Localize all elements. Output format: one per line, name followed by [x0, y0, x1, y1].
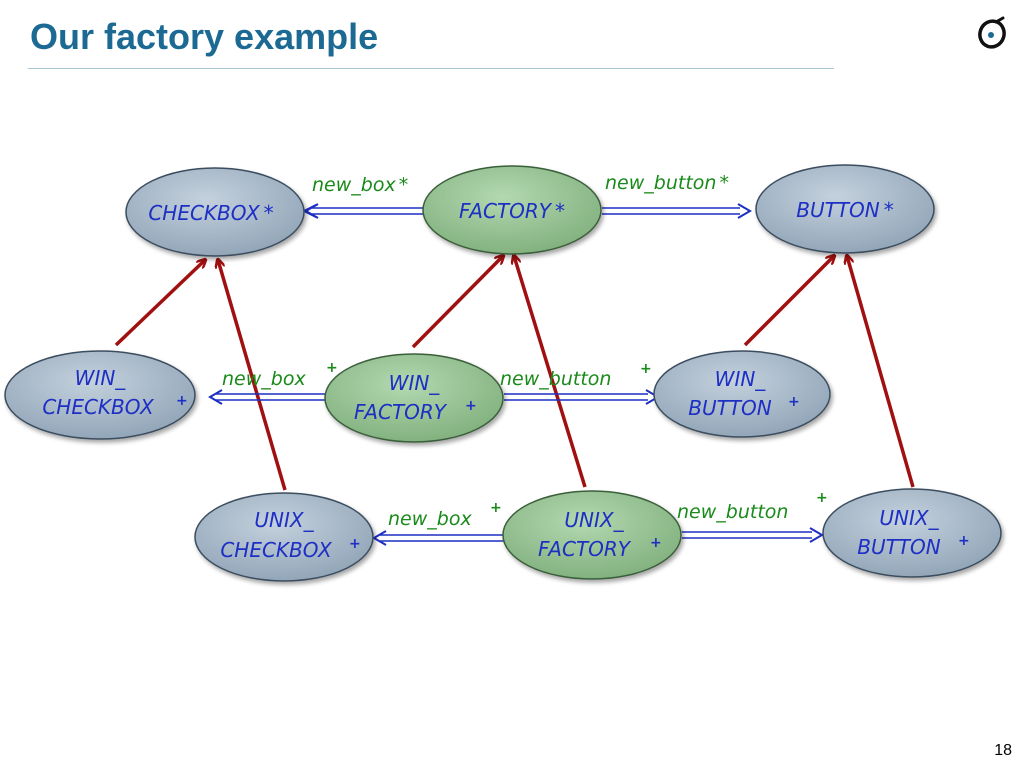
- label-win-new-button: new_button: [500, 368, 611, 390]
- node-unix-checkbox-line2: CHECKBOX: [220, 538, 333, 562]
- node-unix-button-line1: UNIX_: [879, 506, 939, 530]
- node-unix-factory-line2: FACTORY: [538, 537, 632, 561]
- inherit-unix-button-to-button: [847, 256, 915, 488]
- inherit-win-factory-to-factory: [411, 256, 503, 349]
- inheritance-arrows: [114, 256, 915, 491]
- node-win-button-mark: +: [788, 394, 800, 410]
- label-win-new-button-mark: +: [640, 361, 652, 377]
- node-checkbox: CHECKBOX*: [125, 167, 305, 257]
- feature-labels: new_box* new_button* new_box + new_butto…: [222, 172, 828, 530]
- client-arrows: [208, 203, 824, 546]
- client-factory-to-checkbox: [306, 203, 424, 219]
- page-number: 18: [994, 742, 1012, 759]
- label-unix-new-box: new_box: [388, 508, 472, 530]
- node-checkbox-label: CHECKBOX*: [148, 201, 273, 225]
- node-unix-factory-mark: +: [650, 535, 662, 551]
- inherit-unix-checkbox-to-checkbox: [218, 260, 287, 491]
- label-unix-new-button: new_button: [677, 501, 788, 523]
- label-win-new-box: new_box: [222, 368, 306, 390]
- inherit-unix-factory-to-factory: [514, 256, 587, 488]
- label-top-new-box: new_box*: [312, 174, 408, 196]
- node-win-factory-mark: +: [465, 398, 477, 414]
- node-win-button: WIN_ BUTTON +: [653, 350, 831, 438]
- node-win-checkbox-line1: WIN_: [75, 366, 127, 390]
- node-win-checkbox-mark: +: [176, 393, 188, 409]
- node-win-button-line1: WIN_: [715, 367, 767, 391]
- eiffel-logo-icon: [978, 16, 1006, 49]
- node-button-label: BUTTON*: [796, 198, 894, 222]
- client-win-factory-to-win-checkbox: [208, 389, 326, 405]
- node-unix-button-mark: +: [958, 533, 970, 549]
- label-unix-new-button-mark: +: [816, 490, 828, 506]
- node-unix-checkbox-mark: +: [349, 536, 361, 552]
- label-unix-new-box-mark: +: [490, 500, 502, 516]
- slide-title: Our factory example: [30, 16, 379, 57]
- inherit-win-button-to-button: [743, 256, 834, 347]
- title-divider: [28, 68, 834, 69]
- label-win-new-box-mark: +: [326, 360, 338, 376]
- client-win-factory-to-win-button: [504, 389, 660, 405]
- node-win-factory: WIN_ FACTORY +: [324, 353, 504, 443]
- client-factory-to-button: [602, 203, 752, 219]
- node-factory-label: FACTORY*: [459, 199, 565, 223]
- node-unix-factory: UNIX_ FACTORY +: [502, 490, 682, 580]
- node-factory: FACTORY*: [422, 165, 602, 255]
- node-unix-factory-line1: UNIX_: [564, 508, 624, 532]
- client-unix-factory-to-unix-button: [682, 527, 824, 543]
- node-win-factory-line1: WIN_: [389, 371, 441, 395]
- client-unix-factory-to-unix-checkbox: [372, 530, 504, 546]
- node-win-factory-line2: FACTORY: [354, 400, 448, 424]
- node-unix-button: UNIX_ BUTTON +: [822, 488, 1002, 578]
- node-win-checkbox: WIN_ CHECKBOX +: [4, 350, 196, 440]
- node-unix-button-line2: BUTTON: [857, 535, 941, 559]
- inherit-win-checkbox-to-checkbox: [114, 260, 205, 347]
- label-top-new-button: new_button*: [605, 172, 729, 194]
- node-unix-checkbox-line1: UNIX_: [254, 508, 314, 532]
- node-win-checkbox-line2: CHECKBOX: [42, 395, 155, 419]
- node-win-button-line2: BUTTON: [688, 396, 772, 420]
- node-button: BUTTON*: [755, 164, 935, 254]
- node-unix-checkbox: UNIX_ CHECKBOX +: [194, 492, 374, 582]
